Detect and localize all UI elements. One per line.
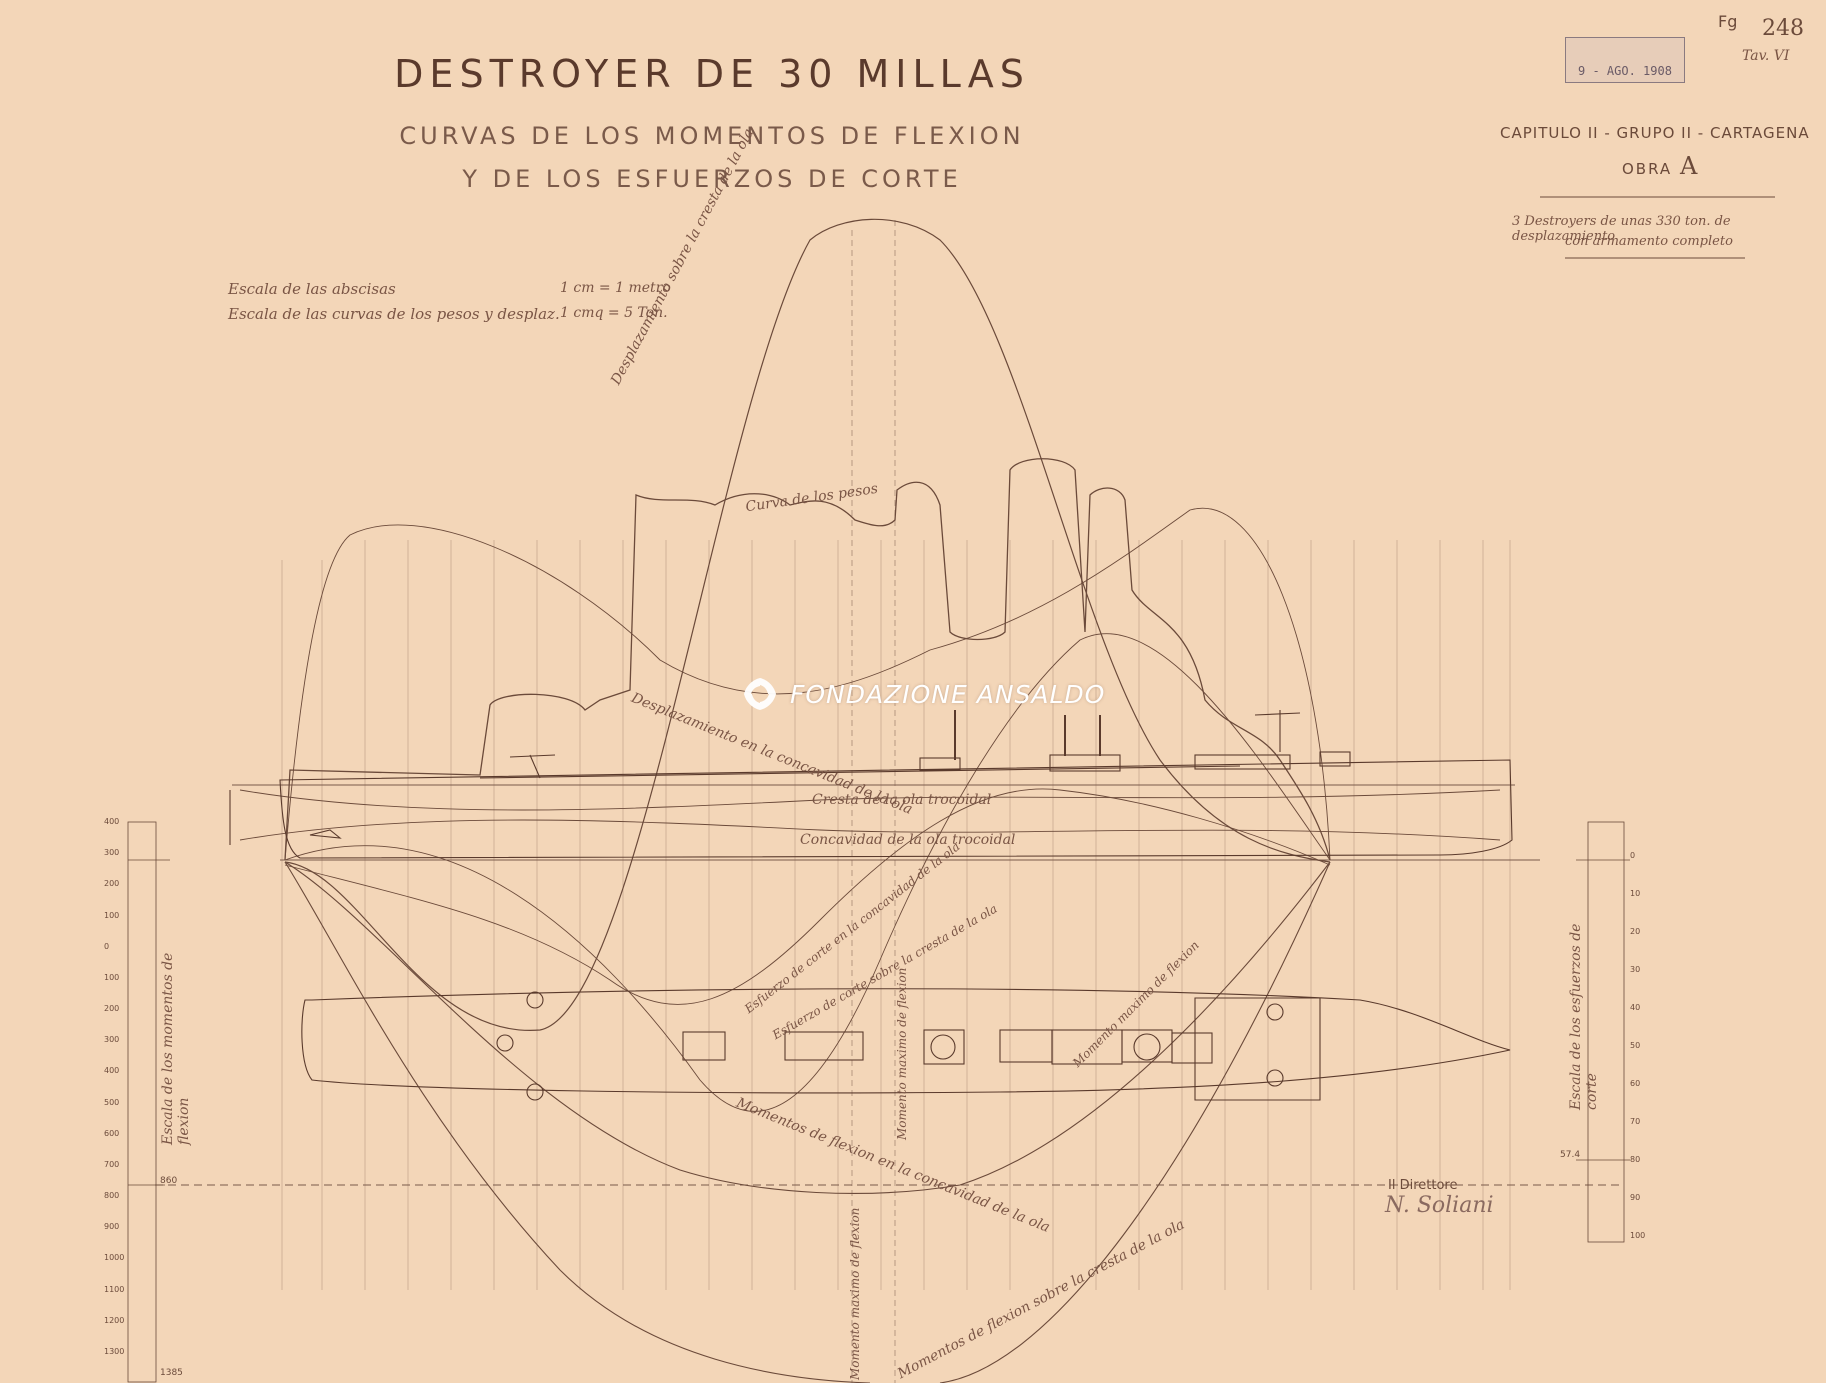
right-scale-tick: 80 xyxy=(1630,1155,1641,1164)
watermark-text: FONDAZIONE ANSALDO xyxy=(790,679,1106,709)
left-scale-tick: 400 xyxy=(104,1066,120,1076)
left-scale-tick: 300 xyxy=(104,1035,120,1045)
left-scale-tick: 700 xyxy=(104,1159,120,1169)
right-scale-tick: 90 xyxy=(1630,1193,1641,1202)
left-scale-tick: 0 xyxy=(104,941,110,951)
left-scale-bar xyxy=(127,821,170,1383)
left-scale-tick: 300 xyxy=(104,848,120,858)
description-line-2: con armamento completo xyxy=(1565,234,1733,249)
abscissa-scale-value: 1 cm = 1 metro xyxy=(560,280,671,296)
sheet-number: 248 xyxy=(1762,16,1804,41)
drawing-title: DESTROYER DE 30 MILLAS xyxy=(394,52,1030,96)
left-scale-tick: 1000 xyxy=(104,1253,125,1263)
right-scale-tick: 70 xyxy=(1630,1117,1641,1126)
left-scale-tick: 1300 xyxy=(104,1347,125,1356)
obra-label: OBRA xyxy=(1622,160,1673,178)
right-scale-tick: 30 xyxy=(1630,965,1641,974)
left-scale-tick: 100 xyxy=(104,910,120,920)
drawing-subtitle-2: Y DE LOS ESFUERZOS DE CORTE xyxy=(462,165,962,193)
left-scale-tick: 800 xyxy=(104,1191,120,1201)
left-scale-bottom: 1385 xyxy=(160,1368,183,1378)
ship-deck-plan xyxy=(301,988,1511,1101)
archive-stamp: 9 - AGO. 1908 xyxy=(1565,37,1685,83)
folio-mark: Fg xyxy=(1718,12,1738,31)
ship-profile xyxy=(229,710,1513,859)
left-scale-tick: 200 xyxy=(104,1004,120,1014)
watermark-logo-icon xyxy=(744,678,776,710)
left-scale-tick: 600 xyxy=(104,1128,120,1138)
vertical-station-lines xyxy=(281,540,1511,1290)
right-scale-label: Escala de los esfuerzos de corte xyxy=(1568,923,1600,1110)
right-scale-marker: 57.4 xyxy=(1560,1150,1581,1160)
stamp-date: 9 - AGO. 1908 xyxy=(1578,64,1672,78)
left-scale-tick: 400 xyxy=(104,817,120,826)
chapter-text: CAPITULO II - GRUPO II - CARTAGENA xyxy=(1500,124,1810,142)
right-scale-tick: 10 xyxy=(1630,889,1641,898)
weights-scale-label: Escala de las curvas de los pesos y desp… xyxy=(228,305,560,323)
drawing-subtitle-1: CURVAS DE LOS MOMENTOS DE FLEXION xyxy=(399,122,1025,150)
left-scale-tick: 1200 xyxy=(104,1315,125,1325)
right-scale-bar xyxy=(1576,821,1630,1243)
label-wave-crest: Cresta de la ola trocoidal xyxy=(812,792,992,808)
watermark: FONDAZIONE ANSALDO xyxy=(740,672,1105,716)
signature-role: Il Direttore xyxy=(1388,1178,1458,1193)
curve-moments-trough xyxy=(284,861,1331,1194)
label-wave-trough: Concavidad de la ola trocoidal xyxy=(800,832,1016,848)
left-scale-marker: 860 xyxy=(160,1176,178,1186)
curve-displacement-trough xyxy=(284,507,1331,861)
description-line-1: 3 Destroyers de unas 330 ton. de desplaz… xyxy=(1512,214,1731,244)
curve-shear-trough xyxy=(284,788,1331,1005)
curve-wave-trough xyxy=(239,819,1501,841)
obra-letter: A xyxy=(1680,152,1698,180)
right-scale-tick: 40 xyxy=(1630,1003,1641,1012)
left-scale-tick: 100 xyxy=(104,972,120,982)
abscissa-scale-label: Escala de las abscisas xyxy=(228,280,396,298)
label-max-moment-3: Momento maximo de flexion xyxy=(848,1207,862,1380)
left-scale-label: Escala de los momentos de flexion xyxy=(160,952,192,1145)
label-max-moment-1: Momento maximo de flexion xyxy=(895,967,909,1140)
midship-lines xyxy=(851,220,896,1383)
curve-displacement-crest xyxy=(284,218,1331,1031)
left-scale-tick: 900 xyxy=(104,1222,120,1232)
curve-weights xyxy=(284,458,1331,861)
weights-scale-value: 1 cmq = 5 Ton. xyxy=(560,305,668,321)
curve-wave-crest xyxy=(239,789,1501,811)
signature-name: N. Soliani xyxy=(1385,1193,1494,1218)
left-scale-tick: 500 xyxy=(104,1097,120,1107)
right-scale-tick: 0 xyxy=(1630,851,1636,860)
right-scale-tick: 100 xyxy=(1630,1231,1646,1240)
right-scale-tick: 20 xyxy=(1630,927,1641,936)
plate-number: Tav. VI xyxy=(1742,48,1790,64)
right-scale-tick: 60 xyxy=(1630,1079,1641,1088)
left-scale-tick: 200 xyxy=(104,879,120,889)
left-scale-tick: 1100 xyxy=(104,1284,125,1294)
curve-shear-crest xyxy=(284,633,1331,1112)
right-scale-tick: 50 xyxy=(1630,1041,1641,1050)
